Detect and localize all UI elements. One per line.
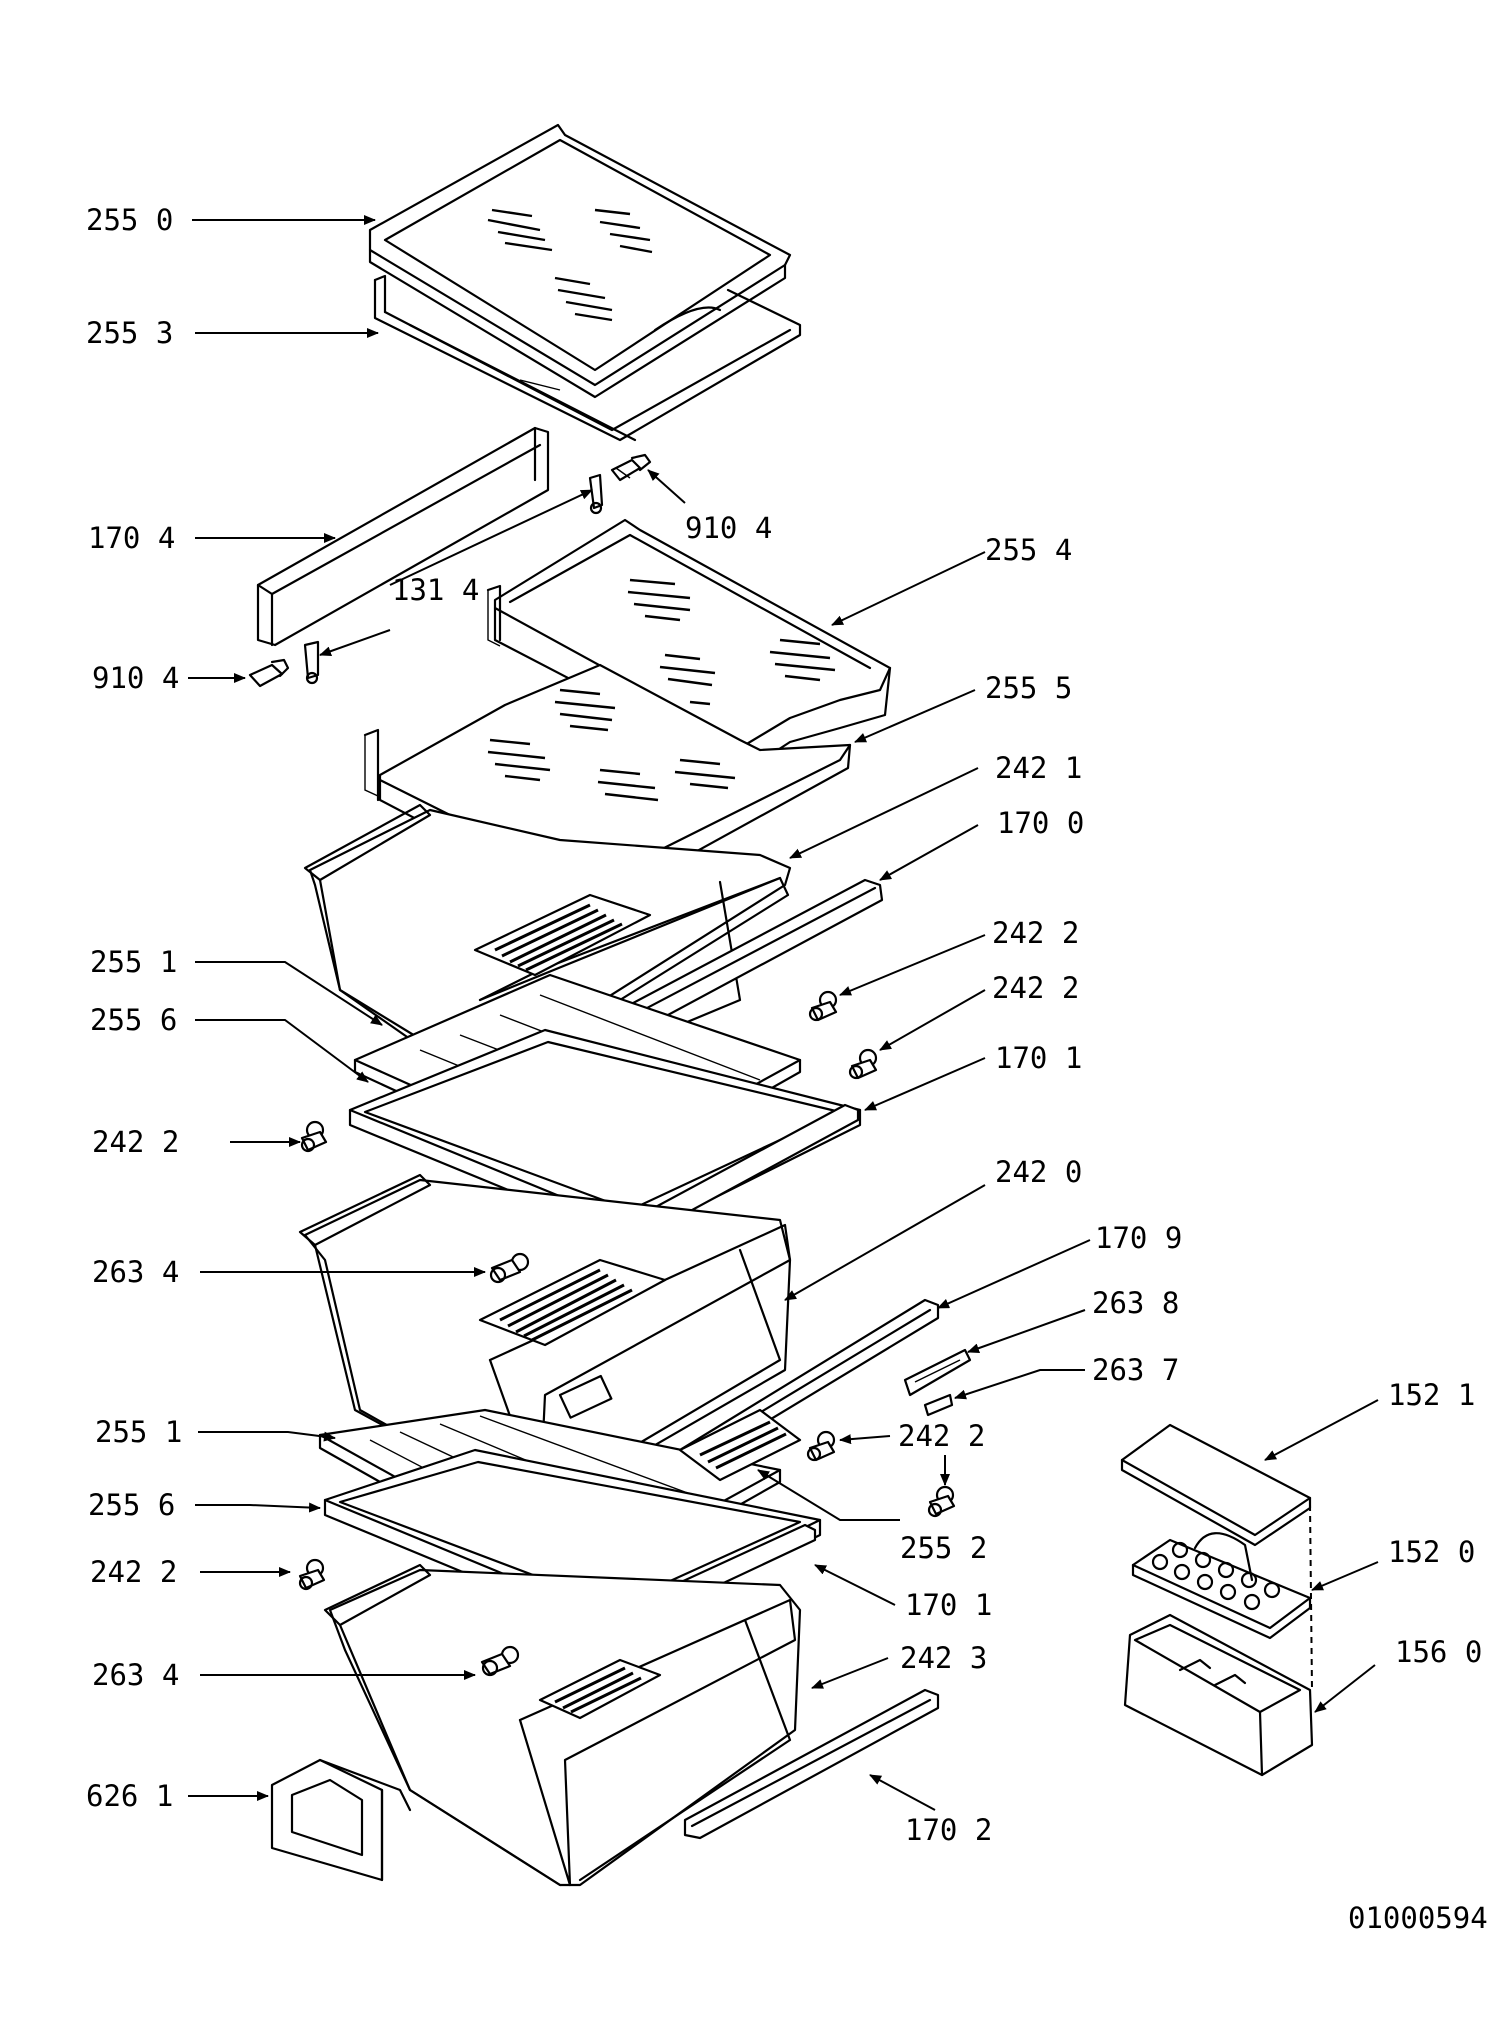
- crisper-drawer-242-3: [323, 1563, 802, 1887]
- label-242-2-b: 242 2: [992, 971, 1079, 1005]
- seal-242-2-lower-left: [298, 1558, 326, 1591]
- lid-152-1: [1120, 1423, 1312, 1547]
- rail-170-2: [683, 1688, 940, 1840]
- leader-263-7: [954, 1369, 1085, 1400]
- drawing-number: 01000594: [1348, 1901, 1488, 1935]
- leader-255-6-lower: [195, 1502, 321, 1513]
- part-labels: 255 0 255 3 170 4 910 4 131 4 255 4 910 …: [86, 203, 1488, 1935]
- label-242-3: 242 3: [900, 1641, 987, 1675]
- bracket-131-4-upper: [588, 473, 604, 515]
- label-255-1-upper: 255 1: [90, 945, 177, 979]
- label-170-4: 170 4: [88, 521, 175, 555]
- leader-131-4: [389, 489, 593, 586]
- leader-156-0: [1314, 1664, 1376, 1713]
- leader-255-1-lower: [198, 1431, 336, 1442]
- label-170-9: 170 9: [1095, 1221, 1182, 1255]
- seal-242-2-mid-b: [927, 1485, 956, 1518]
- leader-152-0: [1311, 1561, 1379, 1591]
- shelf-frame-255-3: [373, 274, 802, 442]
- leader-255-6-upper: [195, 1019, 369, 1083]
- label-255-6-lower: 255 6: [88, 1488, 175, 1522]
- leader-170-0: [879, 824, 979, 881]
- part-263-8: [903, 1348, 972, 1397]
- label-156-0: 156 0: [1395, 1635, 1482, 1669]
- glass-shelf-255-0: [368, 123, 792, 399]
- label-263-7: 263 7: [1092, 1353, 1179, 1387]
- seal-242-2-upper-right-a: [808, 990, 838, 1022]
- label-255-0: 255 0: [86, 203, 173, 237]
- leader-255-1-upper: [195, 961, 383, 1026]
- screw-910-4-lower: [248, 658, 290, 688]
- label-242-2-a: 242 2: [992, 916, 1079, 950]
- label-170-1-upper: 170 1: [995, 1041, 1082, 1075]
- leader-lines: [188, 215, 1379, 1811]
- glass-shelf-255-4: [486, 518, 892, 772]
- egg-tray-152-0: [1131, 1532, 1312, 1640]
- leader-242-2-b: [879, 989, 986, 1051]
- leader-242-3: [811, 1657, 889, 1689]
- vent-grille-middle: [478, 1258, 667, 1347]
- leader-255-5: [854, 689, 976, 743]
- label-242-0: 242 0: [995, 1155, 1082, 1189]
- seal-242-2-upper-right-b: [848, 1048, 878, 1080]
- label-152-0: 152 0: [1388, 1535, 1475, 1569]
- label-263-8: 263 8: [1092, 1286, 1179, 1320]
- label-263-4-lower: 263 4: [92, 1658, 179, 1692]
- label-170-1-lower: 170 1: [905, 1588, 992, 1622]
- leader-910-4-upper: [647, 469, 686, 504]
- label-255-1-lower: 255 1: [95, 1415, 182, 1449]
- grille-255-2: [678, 1408, 802, 1482]
- label-255-3: 255 3: [86, 316, 173, 350]
- label-263-4-upper: 263 4: [92, 1255, 179, 1289]
- bracket-131-4-lower: [303, 640, 320, 685]
- label-255-5: 255 5: [985, 671, 1072, 705]
- leader-255-4: [831, 551, 986, 626]
- leader-170-9: [937, 1239, 1091, 1309]
- label-910-4-lower: 910 4: [92, 661, 179, 695]
- assembly-guide-line: [1309, 1504, 1313, 1691]
- crisper-drawer-242-1: [303, 803, 792, 1094]
- label-626-1: 626 1: [86, 1779, 173, 1813]
- label-255-6-upper: 255 6: [90, 1003, 177, 1037]
- seal-263-4-upper: [489, 1252, 530, 1284]
- leader-242-0: [784, 1184, 986, 1301]
- leader-170-1-lower: [814, 1564, 896, 1606]
- label-910-4-upper: 910 4: [685, 511, 772, 545]
- label-152-1: 152 1: [1388, 1378, 1475, 1412]
- leader-170-1-upper: [864, 1057, 986, 1111]
- label-170-2: 170 2: [905, 1813, 992, 1847]
- label-170-0: 170 0: [997, 806, 1084, 840]
- seal-263-4-lower: [480, 1645, 520, 1677]
- egg-box-156-0: [1123, 1613, 1314, 1777]
- leader-152-1: [1264, 1399, 1379, 1461]
- screw-910-4-upper: [610, 453, 652, 482]
- label-131-4: 131 4: [392, 573, 479, 607]
- vent-grille-lower: [538, 1658, 662, 1720]
- leader-242-2-a: [839, 934, 986, 996]
- leader-131-4-lower: [319, 629, 391, 657]
- label-255-2: 255 2: [900, 1531, 987, 1565]
- seal-242-2-mid-a: [806, 1430, 836, 1462]
- label-255-4: 255 4: [985, 533, 1072, 567]
- leader-170-2: [869, 1774, 936, 1811]
- vent-grille-upper: [473, 893, 652, 977]
- leader-263-8: [967, 1309, 1086, 1353]
- leader-255-2: [757, 1469, 900, 1521]
- leader-242-1: [789, 767, 979, 859]
- label-242-2-d: 242 2: [898, 1419, 985, 1453]
- leader-242-2-d: [839, 1434, 891, 1445]
- label-242-2-e: 242 2: [90, 1555, 177, 1589]
- seal-242-2-left: [300, 1120, 328, 1153]
- rail-170-4: [256, 426, 550, 647]
- label-plate-626-1: [270, 1758, 412, 1882]
- part-263-7: [923, 1393, 954, 1417]
- label-242-2-c: 242 2: [92, 1125, 179, 1159]
- label-242-1: 242 1: [995, 751, 1082, 785]
